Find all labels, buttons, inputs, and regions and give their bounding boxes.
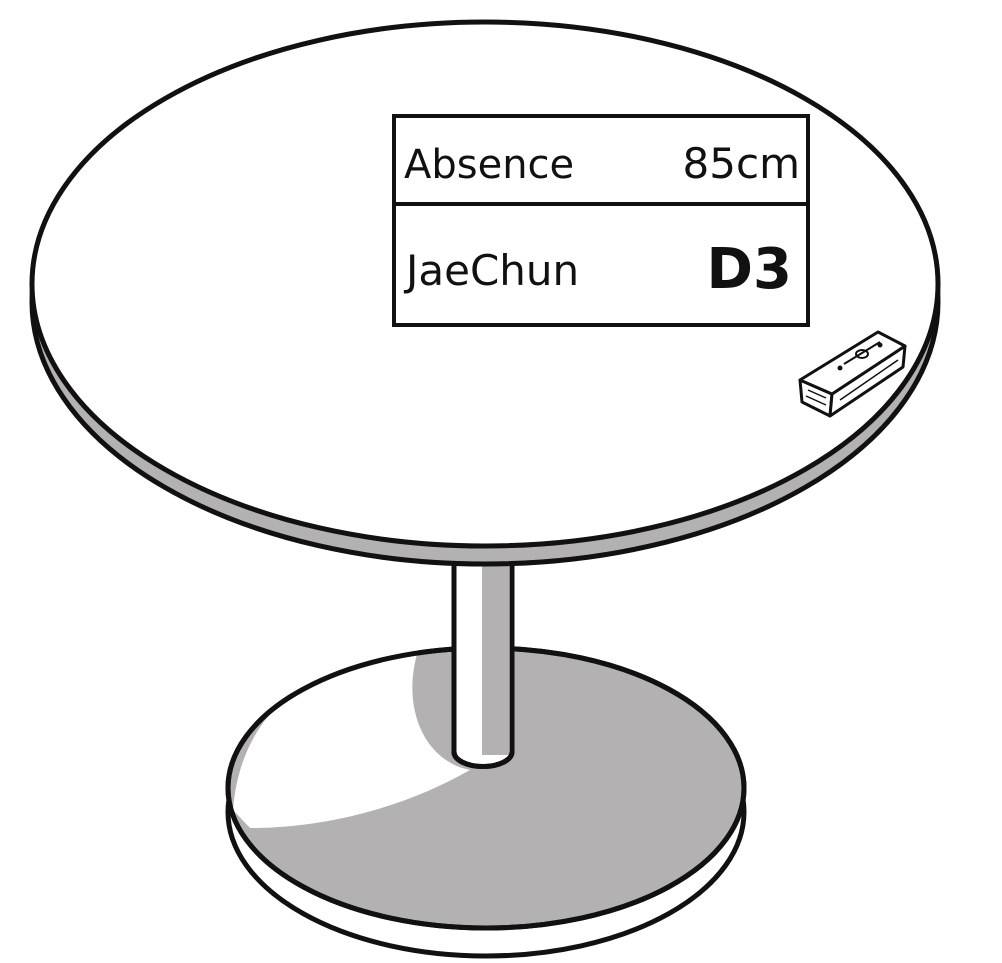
reservation-sign: Absence 85cm JaeChun D3 <box>392 114 810 327</box>
sign-row1-right: 85cm <box>683 139 800 188</box>
sign-row1-left: Absence <box>404 142 574 188</box>
table-base <box>225 645 747 959</box>
sign-row2-right: D3 <box>707 237 792 302</box>
cash-stack-icon <box>798 330 907 418</box>
table-pole <box>451 537 515 769</box>
sign-row2-left: JaeChun <box>403 246 579 295</box>
